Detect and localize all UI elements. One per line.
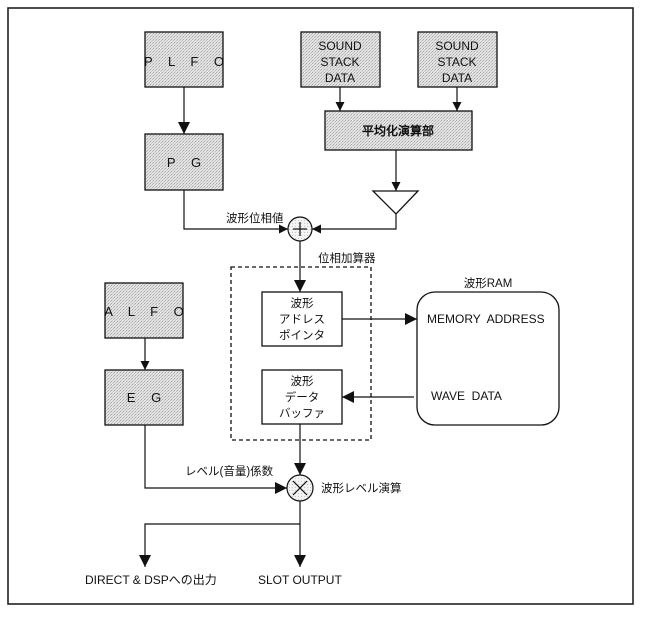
pg-label: P G (167, 155, 207, 170)
wave-ram-title: 波形RAM (464, 277, 513, 290)
data-buffer-line-1: 波形 (291, 375, 314, 388)
data-buffer-line-2: データ (285, 390, 320, 404)
multiplier-times-icon (286, 474, 314, 502)
pg-block: P G (144, 133, 224, 191)
wave-data-label: WAVE DATA (431, 389, 502, 403)
wave-ram-block: 波形RAM MEMORY ADDRESS WAVE DATA (416, 277, 560, 426)
memory-address-label: MEMORY ADDRESS (427, 312, 545, 326)
phase-adder-label: 位相加算器 (318, 251, 376, 265)
figure-frame (7, 7, 634, 605)
address-pointer-line-1: 波形 (291, 297, 314, 310)
data-buffer-block: 波形 データ バッファ (261, 369, 343, 425)
sound-stack-data-block-2: SOUND STACK DATA (417, 31, 498, 88)
waveform-level-calc-label: 波形レベル演算 (321, 481, 402, 495)
eg-block: E G (104, 369, 184, 426)
sound-stack-1-line-3: DATA (325, 71, 355, 85)
sound-stack-data-block-1: SOUND STACK DATA (300, 31, 381, 88)
alfo-block: A L F O (104, 282, 190, 339)
level-coefficient-label: レベル(音量)係数 (185, 464, 274, 478)
sound-stack-2-line-3: DATA (442, 71, 472, 85)
pg-to-adder-arrow (183, 190, 288, 234)
address-pointer-line-2: アドレス (279, 314, 325, 326)
slot-output-label: SLOT OUTPUT (258, 573, 342, 587)
sound-stack-2-line-2: STACK (437, 55, 476, 69)
waveform-phase-value-label: 波形位相値 (226, 211, 284, 225)
alfo-label: A L F O (104, 304, 190, 319)
sound-stack-2-line-1: SOUND (435, 39, 479, 53)
eg-to-multiplier-arrow (144, 425, 287, 494)
direct-dsp-output-arrow (139, 523, 300, 567)
amp-to-adder-arrow (312, 214, 397, 234)
address-pointer-line-3: ポインタ (279, 329, 325, 342)
averaging-unit-block: 平均化演算部 (324, 110, 473, 151)
amplifier-triangle-icon (371, 190, 420, 215)
averaging-unit-label: 平均化演算部 (362, 123, 434, 138)
plfo-label: P L F O (144, 54, 230, 69)
eg-label: E G (127, 390, 167, 405)
data-buffer-line-3: バッファ (279, 407, 325, 420)
phase-adder-region (230, 266, 372, 441)
sound-stack-1-line-1: SOUND (318, 39, 362, 53)
direct-dsp-output-label: DIRECT & DSPへの出力 (85, 573, 217, 587)
sound-stack-1-line-2: STACK (320, 55, 359, 69)
address-pointer-block: 波形 アドレス ポインタ (261, 291, 343, 347)
plfo-block: P L F O (144, 31, 230, 88)
adder-plus-icon (287, 216, 313, 242)
